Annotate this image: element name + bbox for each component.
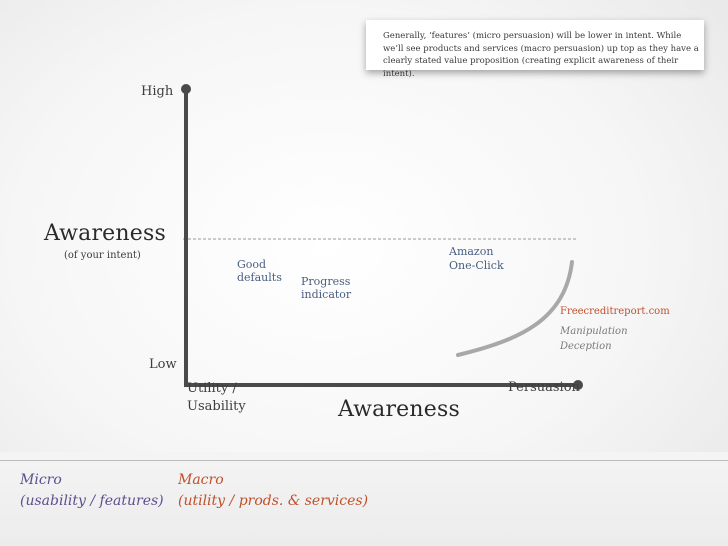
legend-micro-title: Micro [20, 472, 62, 488]
y-axis-title: Awareness [44, 221, 166, 246]
progress-indicator-label-line1: Progress [301, 275, 351, 288]
good-defaults-label-line1: Good [237, 258, 267, 271]
x-axis-left-label-line1: Utility / [187, 381, 237, 396]
x-axis-title: Awareness [338, 397, 460, 422]
legend-micro-subtitle: (usability / features) [20, 493, 164, 509]
x-axis-right-label: Persuasion [508, 380, 580, 395]
good-defaults-label-line2: defaults [237, 271, 282, 284]
y-axis-subtitle: (of your intent) [64, 250, 141, 261]
persuasion-curve [456, 260, 574, 357]
x-axis-end-dot [573, 380, 583, 390]
progress-indicator-label-line2: indicator [301, 288, 352, 301]
legend-divider [0, 460, 728, 461]
note-box: Generally, ‘features’ (micro persuasion)… [366, 20, 704, 79]
deception-label: Deception [560, 341, 612, 352]
manipulation-label: Manipulation [560, 326, 628, 337]
x-axis-left-label-line2: Usability [187, 399, 246, 414]
legend-macro-title: Macro [178, 472, 224, 488]
y-axis-end-dot [181, 84, 191, 94]
legend-band [0, 452, 728, 546]
amazon-label-line1: Amazon [449, 245, 494, 258]
freecreditreport-label: Freecreditreport.com [560, 306, 670, 317]
y-axis-low-label: Low [149, 357, 177, 372]
y-axis-high-label: High [141, 84, 174, 99]
legend-macro-subtitle: (utility / prods. & services) [178, 493, 369, 509]
note-text: Generally, ‘features’ (micro persuasion)… [383, 31, 699, 79]
amazon-label-line2: One-Click [449, 259, 504, 272]
